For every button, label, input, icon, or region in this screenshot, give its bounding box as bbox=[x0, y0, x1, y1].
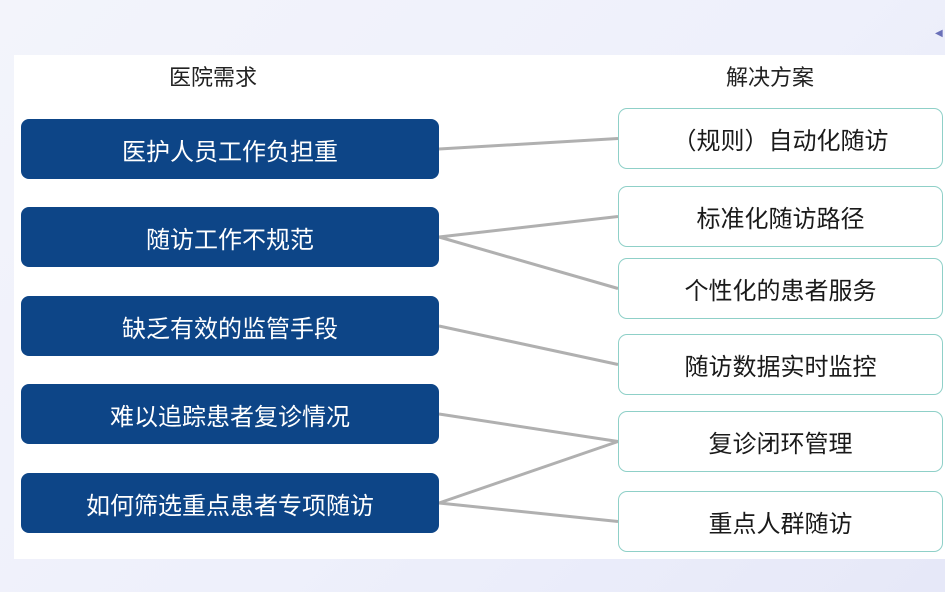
connector-line bbox=[438, 215, 619, 239]
need-box-workload: 医护人员工作负担重 bbox=[21, 119, 439, 179]
needs-heading: 医院需求 bbox=[169, 66, 258, 91]
need-box-supervision: 缺乏有效的监管手段 bbox=[21, 296, 439, 356]
connector-line bbox=[438, 440, 619, 505]
connector-line bbox=[438, 501, 619, 523]
need-box-nonstandard: 随访工作不规范 bbox=[21, 207, 439, 267]
corner-decoration-icon: ◀ bbox=[935, 28, 943, 39]
solution-box-standard-path: 标准化随访路径 bbox=[618, 186, 943, 247]
solution-box-closed-loop: 复诊闭环管理 bbox=[618, 411, 943, 472]
connector-line bbox=[438, 324, 619, 366]
solution-box-auto-followup: （规则）自动化随访 bbox=[618, 108, 943, 169]
need-box-revisit-tracking: 难以追踪患者复诊情况 bbox=[21, 384, 439, 444]
solution-box-personalized: 个性化的患者服务 bbox=[618, 258, 943, 319]
connector-line bbox=[438, 137, 619, 151]
solutions-heading: 解决方案 bbox=[726, 66, 815, 91]
connector-line bbox=[438, 235, 619, 290]
solution-box-monitoring: 随访数据实时监控 bbox=[618, 334, 943, 395]
solution-box-key-groups: 重点人群随访 bbox=[618, 491, 943, 552]
need-box-key-patients: 如何筛选重点患者专项随访 bbox=[21, 473, 439, 533]
connector-line bbox=[438, 412, 619, 443]
